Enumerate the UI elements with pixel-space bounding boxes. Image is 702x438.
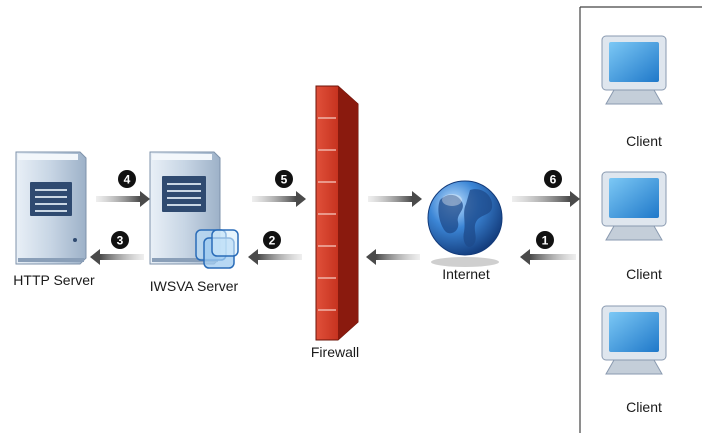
- http-server-label: HTTP Server: [13, 272, 95, 288]
- iwsva-logo-icon: [195, 229, 239, 269]
- step-badge-3: 3: [111, 231, 129, 249]
- http-server-icon: [15, 151, 87, 265]
- internet-label: Internet: [442, 266, 490, 282]
- step-2-text: 2: [269, 234, 276, 248]
- arrow-iwsva-to-firewall: [252, 191, 306, 207]
- client-3-label: Client: [626, 399, 662, 415]
- step-badge-2: 2: [263, 231, 281, 249]
- internet-globe-icon: [427, 180, 503, 267]
- step-3-text: 3: [117, 234, 124, 248]
- arrow-internet-to-firewall: [366, 249, 420, 265]
- arrow-iwsva-to-http: [90, 249, 144, 265]
- step-1-text: 1: [542, 234, 549, 248]
- iwsva-server-label: IWSVA Server: [149, 278, 239, 294]
- arrow-internet-to-client: [512, 191, 580, 207]
- step-4-text: 4: [124, 173, 131, 187]
- step-6-text: 6: [550, 173, 557, 187]
- client-1-label: Client: [626, 133, 662, 149]
- arrow-client-to-internet: [520, 249, 576, 265]
- step-badge-6: 6: [544, 170, 562, 188]
- client-2-icon: [601, 171, 667, 241]
- step-badge-5: 5: [275, 170, 293, 188]
- client-3-icon: [601, 305, 667, 375]
- step-5-text: 5: [281, 173, 288, 187]
- arrow-http-to-iwsva: [96, 191, 150, 207]
- firewall-icon: [315, 85, 359, 341]
- client-group-bracket: [579, 6, 702, 433]
- arrow-firewall-to-iwsva: [248, 249, 302, 265]
- client-1-icon: [601, 35, 667, 105]
- step-badge-4: 4: [118, 170, 136, 188]
- step-badge-1: 1: [536, 231, 554, 249]
- firewall-label: Firewall: [310, 344, 360, 360]
- client-2-label: Client: [626, 266, 662, 282]
- arrow-firewall-to-internet: [368, 191, 422, 207]
